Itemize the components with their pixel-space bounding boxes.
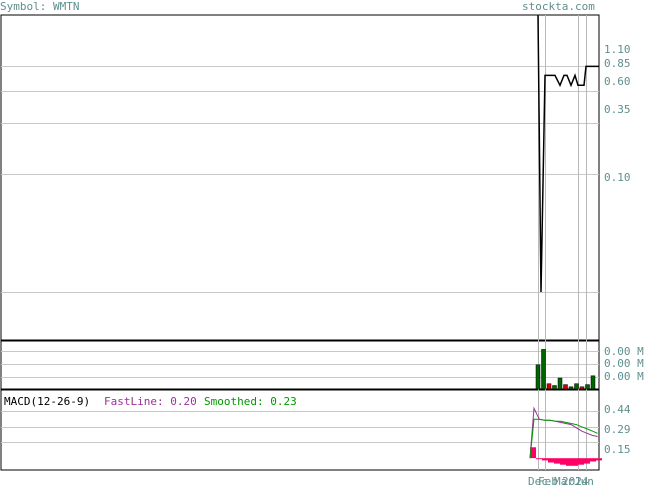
macd-smoothed-legend: Smoothed: 0.23 bbox=[204, 395, 297, 408]
macd-histogram-bar bbox=[572, 458, 578, 466]
price-line bbox=[537, 14, 599, 293]
site-label: stockta.com bbox=[522, 0, 595, 13]
volume-bar bbox=[552, 385, 557, 390]
price-tick-label: 0.85 bbox=[604, 57, 631, 70]
volume-bar bbox=[546, 383, 552, 390]
macd-histogram-bar bbox=[530, 447, 536, 459]
macd-fastline-line bbox=[529, 406, 598, 459]
macd-histogram-bar bbox=[596, 458, 602, 461]
macd-histogram-bar bbox=[542, 458, 548, 461]
price-tick-label: 0.60 bbox=[604, 75, 631, 88]
volume-bar bbox=[585, 384, 590, 390]
x-tick-label: 2024 bbox=[562, 475, 589, 488]
macd-title: MACD(12-26-9) bbox=[4, 395, 91, 408]
price-tick-label: 0.35 bbox=[604, 103, 631, 116]
volume-tick-label: 0.00 M bbox=[604, 370, 644, 383]
volume-bar bbox=[568, 386, 574, 390]
volume-bar bbox=[579, 386, 585, 390]
macd-fastline-legend: FastLine: 0.20 bbox=[104, 395, 197, 408]
volume-tick-label: 0.00 M bbox=[604, 357, 644, 370]
price-panel-frame bbox=[0, 14, 600, 341]
x-tick-label: Mar bbox=[554, 475, 574, 488]
price-tick-label: 0.10 bbox=[604, 171, 631, 184]
volume-tick-label: 0.00 M bbox=[604, 345, 644, 358]
macd-tick-label: 0.44 bbox=[604, 403, 631, 416]
macd-histogram-bar bbox=[578, 458, 584, 465]
x-tick-label: Dec bbox=[528, 475, 548, 488]
macd-histogram-bar bbox=[548, 458, 554, 463]
macd-histogram-bar bbox=[554, 458, 560, 464]
macd-histogram-bar bbox=[590, 458, 596, 462]
volume-bar bbox=[563, 384, 568, 390]
macd-histogram-bar bbox=[536, 458, 542, 460]
fastline-name: FastLine bbox=[104, 395, 157, 408]
macd-panel-frame bbox=[0, 389, 600, 471]
macd-smoothed-line bbox=[529, 418, 598, 459]
macd-histogram-bar bbox=[566, 458, 572, 466]
macd-tick-label: 0.15 bbox=[604, 443, 631, 456]
macd-histogram-bar bbox=[584, 458, 590, 464]
volume-bar bbox=[541, 349, 546, 390]
macd-tick-label: 0.29 bbox=[604, 423, 631, 436]
macd-histogram-bar bbox=[560, 458, 566, 465]
volume-bar bbox=[557, 377, 563, 390]
price-tick-label: 1.10 bbox=[604, 43, 631, 56]
fastline-value: 0.20 bbox=[170, 395, 197, 408]
symbol-label: Symbol: WMTN bbox=[0, 0, 80, 13]
smoothed-value: 0.23 bbox=[270, 395, 297, 408]
volume-bar bbox=[535, 364, 541, 390]
volume-bar bbox=[590, 375, 596, 390]
x-tick-label: Feb bbox=[538, 475, 558, 488]
volume-bar bbox=[574, 383, 579, 390]
smoothed-name: Smoothed bbox=[204, 395, 257, 408]
x-tick-label: Jun bbox=[574, 475, 594, 488]
